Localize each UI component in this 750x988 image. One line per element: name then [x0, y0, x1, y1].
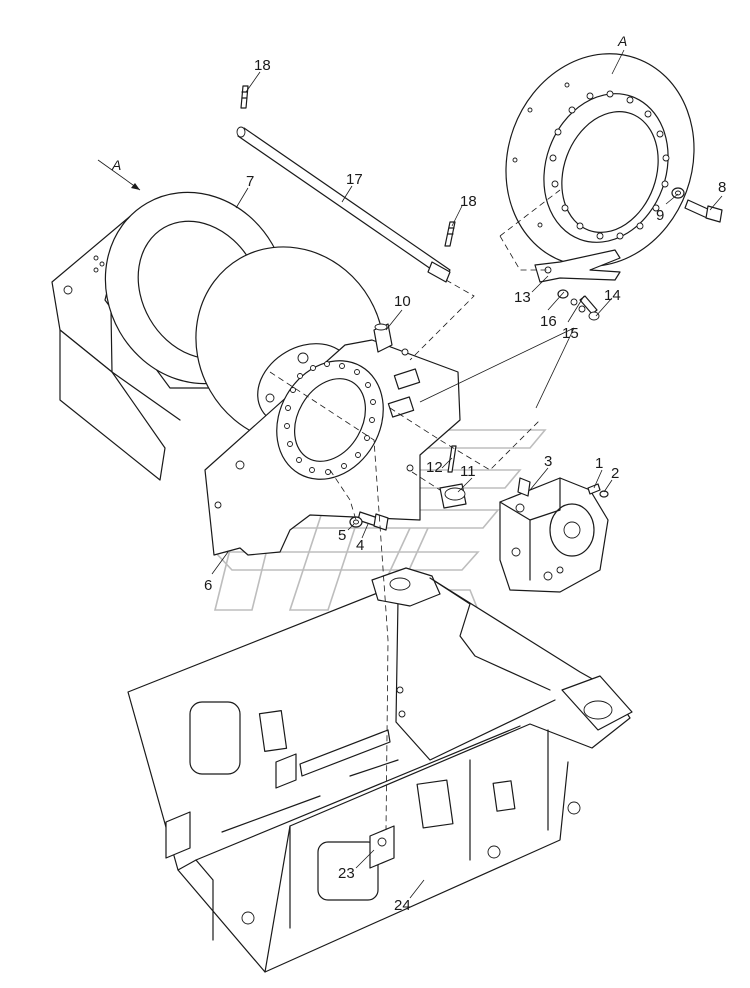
side-plate-part-6: [204, 339, 461, 556]
callout-24: 24: [394, 897, 411, 914]
callout-5: 5: [338, 527, 346, 544]
callout-6: 6: [204, 577, 212, 594]
pin-part-12: [447, 445, 457, 473]
callout-17: 17: [346, 171, 363, 188]
drum-part-7: [104, 191, 385, 444]
callout-15: 15: [562, 325, 579, 342]
motor-part-3: [499, 477, 609, 593]
callout-12: 12: [426, 459, 443, 476]
pin-part-18-top: [240, 85, 249, 109]
assembly-lines: [269, 189, 561, 831]
callout-8: 8: [718, 179, 726, 196]
rod-part-17: [236, 126, 451, 283]
view-mark-a-right: A: [617, 33, 627, 49]
pin-part-18-right: [444, 221, 456, 247]
washer-part-5: [349, 516, 363, 528]
callout-3: 3: [544, 453, 552, 470]
callout-14: 14: [604, 287, 621, 304]
callout-2: 2: [611, 465, 619, 482]
fitting-part-10: [373, 323, 393, 353]
callout-7: 7: [246, 173, 254, 190]
callout-23: 23: [338, 865, 355, 882]
callout-16: 16: [540, 313, 557, 330]
screw-part-1: [587, 483, 601, 495]
flange-ring-detail: [505, 53, 695, 267]
callout-18-right: 18: [460, 193, 477, 210]
callout-11: 11: [460, 463, 476, 480]
callout-9: 9: [656, 207, 664, 224]
bolt-part-15: [570, 298, 586, 313]
washer-part-9: [671, 187, 685, 199]
base-frame-part-24: [127, 567, 633, 973]
bracket-part-13: [534, 249, 621, 283]
callout-1: 1: [595, 455, 603, 472]
callout-13: 13: [514, 289, 531, 306]
view-arrow-left: [97, 159, 141, 191]
callout-18-top: 18: [254, 57, 271, 74]
callout-4: 4: [356, 537, 364, 554]
washer-part-2: [599, 490, 609, 498]
bolt-part-8: [684, 199, 723, 223]
callout-10: 10: [394, 293, 411, 310]
bolt-part-4: [357, 511, 389, 531]
view-mark-a-left: A: [111, 157, 121, 173]
leader-lines: [211, 49, 723, 899]
lug-bracket-part-23: [369, 825, 395, 869]
